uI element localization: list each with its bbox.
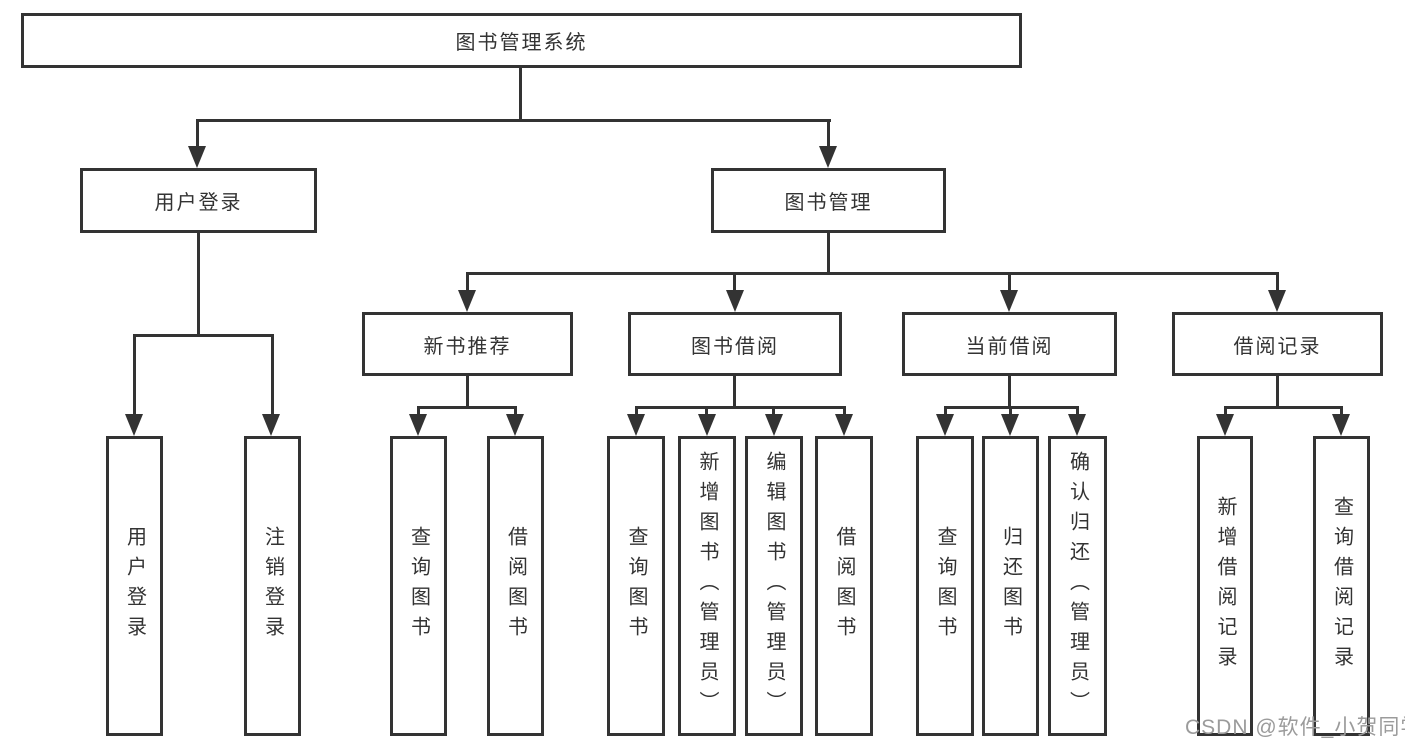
connector-line [843, 406, 846, 416]
node-borrowing-records: 借阅记录 [1172, 312, 1383, 376]
connector-line [1340, 406, 1343, 416]
connector-line [733, 272, 736, 292]
arrow-down-icon [458, 290, 476, 312]
leaf-node-edit-books-admin: 编辑图书（管理员） [745, 436, 803, 736]
arrow-down-icon [1268, 290, 1286, 312]
arrow-down-icon [1068, 414, 1086, 436]
leaf-node-add-borrow-record: 新增借阅记录 [1197, 436, 1253, 736]
root-node-library-system: 图书管理系统 [21, 13, 1022, 68]
connector-line [196, 119, 199, 149]
arrow-down-icon [819, 146, 837, 168]
leaf-node-user-login: 用户登录 [106, 436, 163, 736]
connector-line [466, 272, 469, 292]
connector-line [271, 334, 274, 416]
leaf-node-return-books: 归还图书 [982, 436, 1039, 736]
node-user-login: 用户登录 [80, 168, 317, 233]
connector-line [1224, 406, 1227, 416]
connector-line [519, 66, 522, 122]
connector-line [514, 406, 517, 416]
arrow-down-icon [506, 414, 524, 436]
connector-line [827, 233, 830, 275]
leaf-node-borrow-books: 借阅图书 [487, 436, 544, 736]
csdn-watermark: CSDN @软件_小贺同学 [1185, 716, 1405, 739]
arrow-down-icon [188, 146, 206, 168]
arrow-down-icon [1001, 414, 1019, 436]
arrow-down-icon [936, 414, 954, 436]
connector-line [1076, 406, 1079, 416]
arrow-down-icon [1000, 290, 1018, 312]
connector-line [133, 334, 136, 416]
connector-line [827, 119, 830, 149]
leaf-node-logout: 注销登录 [244, 436, 301, 736]
connector-line [466, 272, 1279, 275]
connector-line [417, 406, 420, 416]
connector-line [635, 406, 846, 409]
leaf-node-query-books: 查询图书 [607, 436, 665, 736]
arrow-down-icon [262, 414, 280, 436]
node-book-borrowing: 图书借阅 [628, 312, 842, 376]
connector-line [197, 233, 200, 337]
connector-line [705, 406, 708, 416]
connector-line [944, 406, 947, 416]
connector-line [635, 406, 638, 416]
arrow-down-icon [409, 414, 427, 436]
arrow-down-icon [1332, 414, 1350, 436]
connector-line [1276, 272, 1279, 292]
arrow-down-icon [726, 290, 744, 312]
arrow-down-icon [125, 414, 143, 436]
connector-line [466, 376, 469, 409]
node-current-borrowing: 当前借阅 [902, 312, 1117, 376]
connector-line [1008, 272, 1011, 292]
leaf-node-confirm-return-admin: 确认归还（管理员） [1048, 436, 1107, 736]
arrow-down-icon [765, 414, 783, 436]
leaf-node-query-books: 查询图书 [916, 436, 974, 736]
connector-line [133, 334, 274, 337]
leaf-node-query-borrow-record: 查询借阅记录 [1313, 436, 1370, 736]
arrow-down-icon [1216, 414, 1234, 436]
connector-line [197, 119, 831, 122]
connector-line [1008, 376, 1011, 409]
node-book-management: 图书管理 [711, 168, 946, 233]
connector-line [772, 406, 775, 416]
connector-line [1276, 376, 1279, 409]
node-new-book-recommend: 新书推荐 [362, 312, 573, 376]
arrow-down-icon [835, 414, 853, 436]
arrow-down-icon [698, 414, 716, 436]
leaf-node-query-books: 查询图书 [390, 436, 447, 736]
leaf-node-add-books-admin: 新增图书（管理员） [678, 436, 736, 736]
connector-line [733, 376, 736, 409]
connector-line [1009, 406, 1012, 416]
leaf-node-borrow-books: 借阅图书 [815, 436, 873, 736]
connector-line [1224, 406, 1343, 409]
connector-line [417, 406, 517, 409]
arrow-down-icon [627, 414, 645, 436]
